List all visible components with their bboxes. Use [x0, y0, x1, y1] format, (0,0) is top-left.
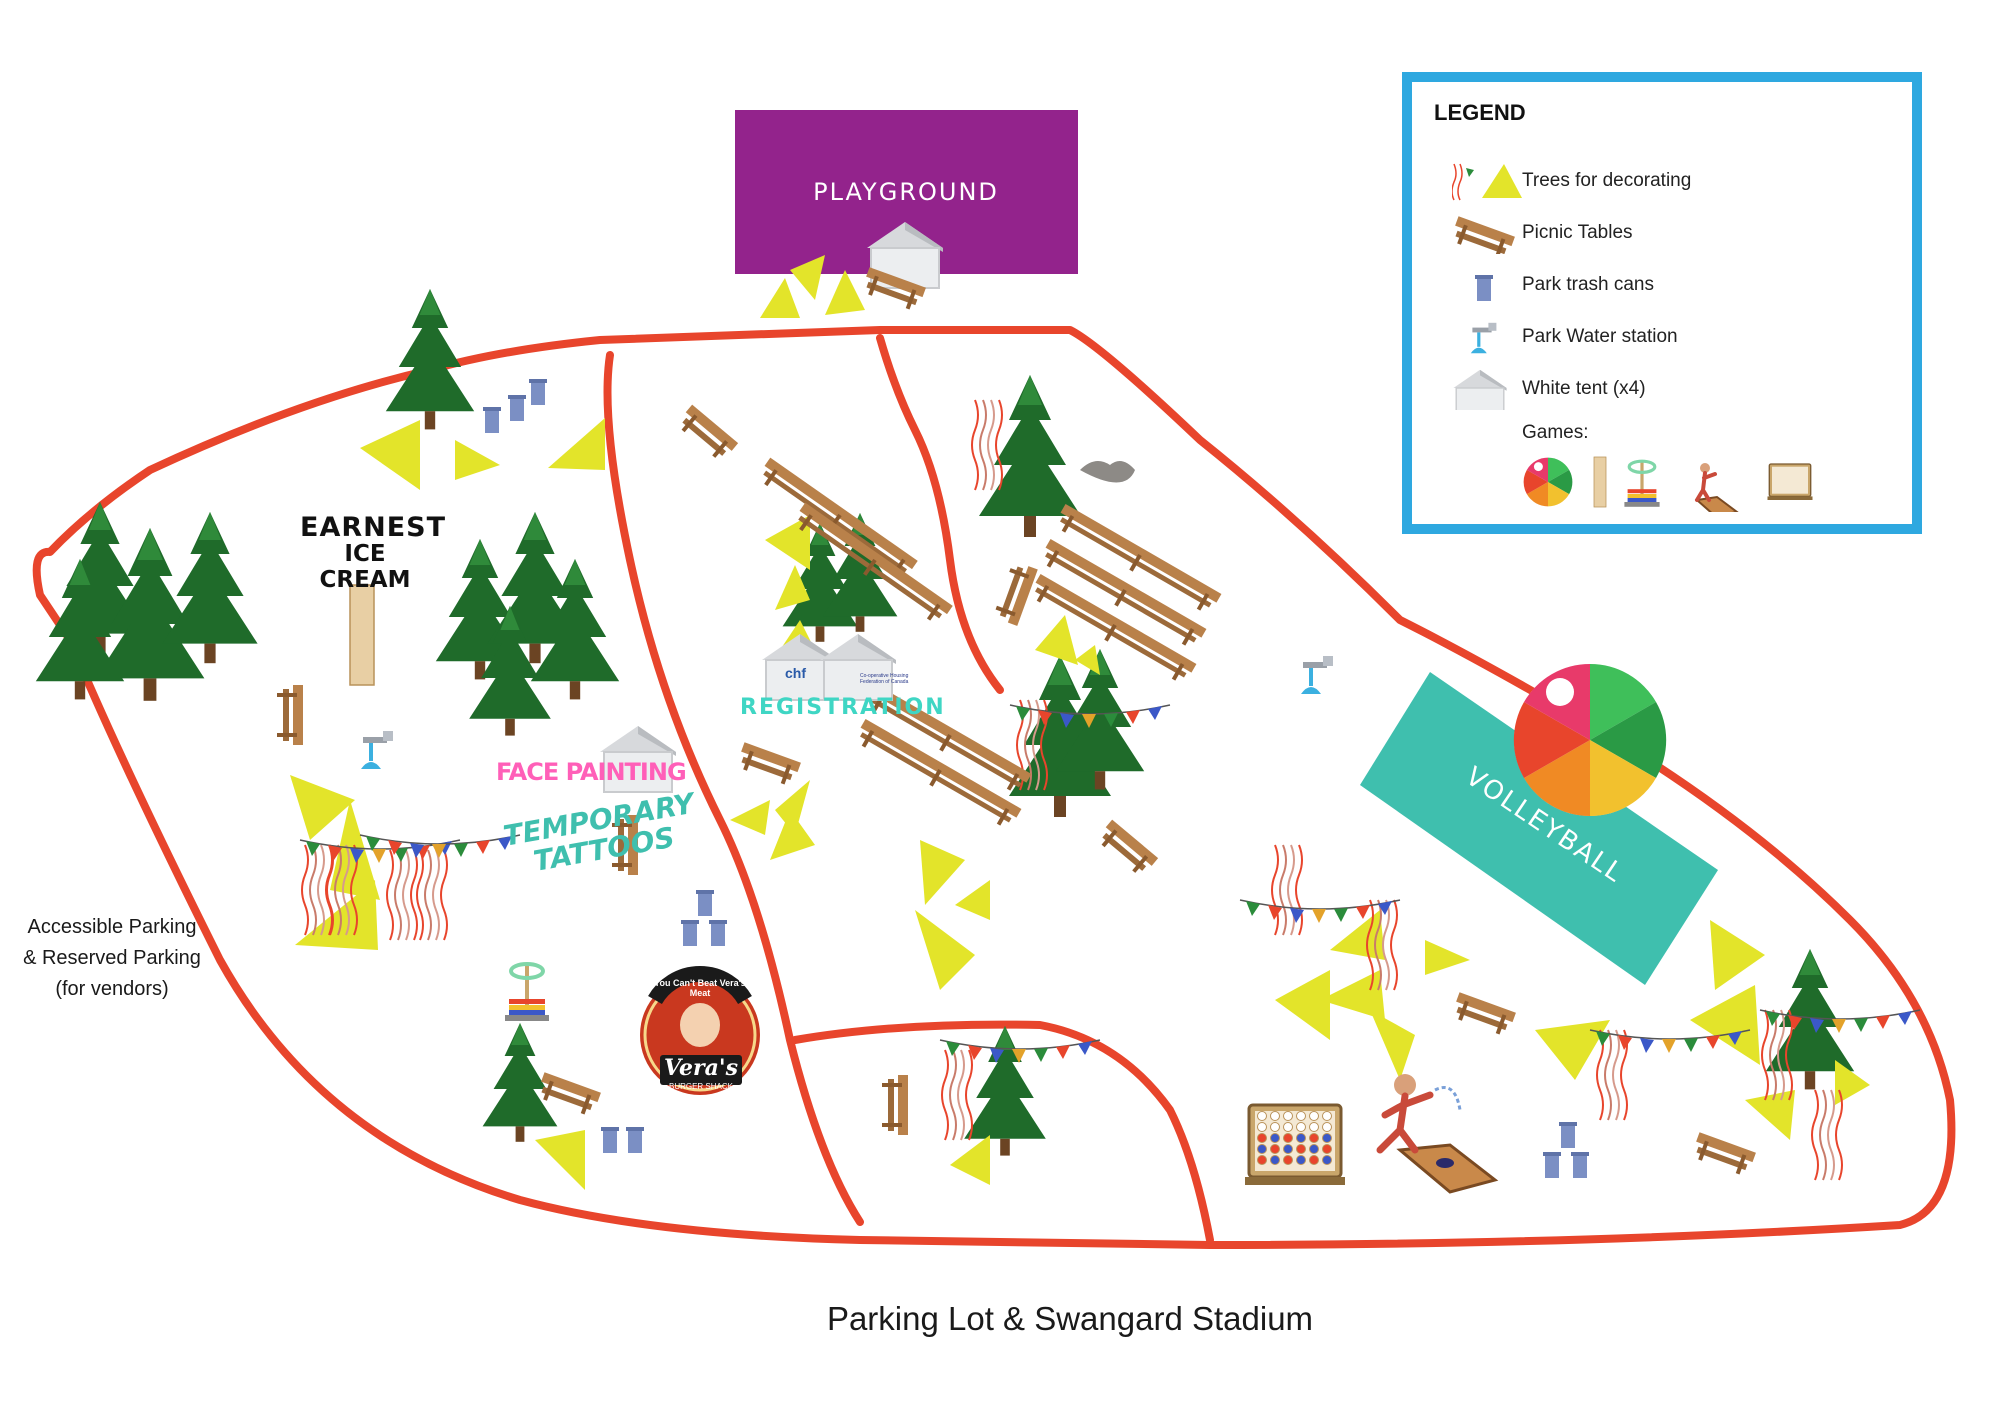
playground-area: PLAYGROUND [735, 110, 1078, 318]
legend-label-tent: White tent (x4) [1522, 378, 1646, 399]
connect-four-disc [1257, 1111, 1267, 1121]
connect-four-disc [1322, 1111, 1332, 1121]
sponsor-cooperative-logo: Co-operative Housing Federation of Canad… [860, 673, 909, 685]
legend: LEGEND Trees for decorating Picnic Table… [1402, 72, 1922, 534]
legend-games-icons [1523, 456, 1814, 512]
cornhole-icon [1376, 1074, 1499, 1194]
parking-line2: & Reserved Parking [23, 947, 201, 969]
connect-four-disc [1283, 1133, 1293, 1143]
legend-row-trash: Park trash cans [1412, 266, 1912, 306]
veras-name: Vera's [663, 1055, 738, 1081]
legend-games-label: Games: [1522, 422, 1589, 443]
volleyball-court: VOLLEYBALL [1360, 663, 1718, 985]
decor-tree-icon [1452, 163, 1522, 201]
connect-four-disc [1283, 1144, 1293, 1154]
parking-line1: Accessible Parking [27, 916, 197, 938]
connect-four-disc [1309, 1133, 1319, 1143]
connect-four-disc [1283, 1122, 1293, 1132]
connect-four-disc [1296, 1144, 1306, 1154]
white-tent-icon [1452, 370, 1508, 410]
earnest-line1: EARNEST [300, 512, 447, 543]
connect-four-disc [1283, 1155, 1293, 1165]
legend-title: LEGEND [1434, 100, 1526, 125]
connect-four-disc [1296, 1111, 1306, 1121]
legend-row-tent: White tent (x4) [1412, 370, 1912, 410]
legend-row-water: Park Water station [1412, 318, 1912, 358]
connect-four-disc [1257, 1144, 1267, 1154]
legend-label-tables: Picnic Tables [1522, 222, 1633, 243]
legend-row-trees: Trees for decorating [1412, 162, 1912, 202]
connect-four-disc [1270, 1155, 1280, 1165]
legend-row-tables: Picnic Tables [1412, 214, 1912, 254]
legend-label-water: Park Water station [1522, 326, 1678, 347]
earnest-ice-cream-logo: EARNEST ICE CREAM [300, 512, 447, 593]
connect-four-disc [1296, 1133, 1306, 1143]
registration-sign: REGISTRATION [740, 695, 946, 720]
connect-four-disc [1270, 1122, 1280, 1132]
connect-four-disc [1322, 1133, 1332, 1143]
walking-paths [32, 326, 1956, 1249]
trees [35, 289, 1855, 1156]
beach-ball-icon [1523, 457, 1573, 507]
connect-four-disc [1322, 1155, 1332, 1165]
playground-label: PLAYGROUND [813, 178, 999, 206]
connect-four-disc [1309, 1155, 1319, 1165]
trash-can-icon [1475, 275, 1493, 301]
face-painting-sign: FACE PAINTING [496, 758, 687, 786]
connect-four-disc [1322, 1144, 1332, 1154]
water-tap-icon [1469, 321, 1499, 355]
connect-four-icon [1766, 463, 1814, 501]
connect-four-discs [1257, 1111, 1332, 1165]
picnic-table-icon [1455, 216, 1515, 254]
connect-four-disc [1309, 1144, 1319, 1154]
beach-ball-icon [1513, 663, 1667, 817]
connect-four-disc [1296, 1122, 1306, 1132]
connect-four-disc [1257, 1155, 1267, 1165]
games [349, 584, 1499, 1194]
veras-tagline: You Can't Beat Vera's Meat [654, 978, 746, 998]
connect-four-disc [1309, 1122, 1319, 1132]
legend-label-trees: Trees for decorating [1522, 170, 1692, 191]
connect-four-disc [1257, 1122, 1267, 1132]
cornhole-icon [1694, 463, 1739, 512]
ring-toss-icon [1622, 459, 1662, 509]
connect-four-disc [1270, 1133, 1280, 1143]
veras-subtitle: BURGER SHACK [668, 1082, 733, 1091]
parking-note: Accessible Parking & Reserved Parking (f… [12, 912, 212, 1005]
bottom-location-label: Parking Lot & Swangard Stadium [826, 1300, 1314, 1337]
connect-four-disc [1296, 1155, 1306, 1165]
earnest-line2: ICE CREAM [319, 541, 411, 593]
connect-four-disc [1283, 1111, 1293, 1121]
veras-burger-shack-logo [640, 966, 760, 1095]
jenga-tower-icon [1593, 456, 1607, 508]
connect-four-disc [1309, 1111, 1319, 1121]
connect-four-disc [1322, 1122, 1332, 1132]
parking-line3: (for vendors) [55, 978, 169, 1000]
legend-label-trash: Park trash cans [1522, 274, 1654, 295]
sponsor-chf-logo: chf [785, 665, 806, 681]
connect-four-disc [1257, 1133, 1267, 1143]
connect-four-disc [1270, 1111, 1280, 1121]
connect-four-disc [1270, 1144, 1280, 1154]
